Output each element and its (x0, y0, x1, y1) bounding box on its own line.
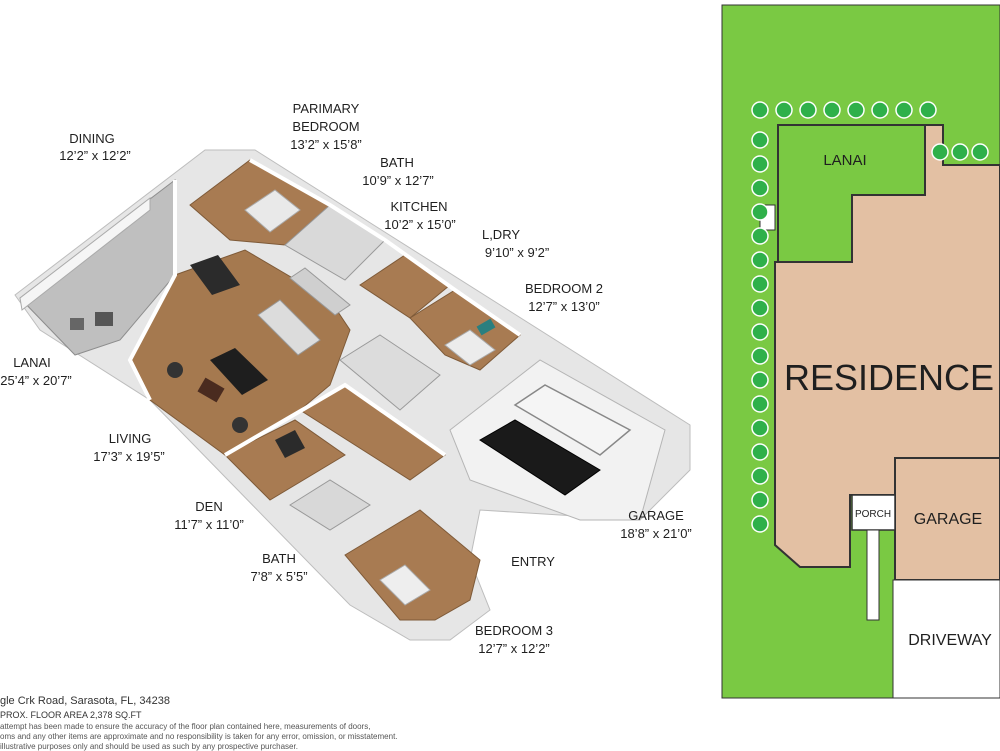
room-dims-living: 17’3” x 19’5” (93, 449, 165, 464)
disclaimer-line: oms and any other items are approximate … (0, 732, 398, 741)
lanai-screen (19, 196, 151, 311)
bedroom-3-floor (344, 509, 481, 621)
tree-icon (751, 179, 769, 197)
primary-bed (244, 189, 301, 233)
den-floor (224, 419, 346, 501)
room-label-garage: GARAGE (628, 508, 684, 523)
tree-icon (751, 275, 769, 293)
living-sofa (210, 348, 268, 395)
wall-lines (249, 158, 522, 337)
lanai-outline (777, 124, 926, 262)
site-label-lanai: LANAI (823, 152, 866, 169)
bath-2-floor (289, 479, 371, 531)
tree-icon (847, 101, 865, 119)
entry-walk (866, 529, 880, 621)
room-dims-den: 11’7” x 11’0” (174, 517, 244, 532)
bedroom-2-bed (444, 329, 496, 366)
tree-icon (751, 347, 769, 365)
tree-icon (775, 101, 793, 119)
tree-icon (971, 143, 989, 161)
site-label-garage: GARAGE (914, 511, 982, 528)
living-chair (232, 417, 248, 433)
room-label-bedroom-2: BEDROOM 2 (525, 281, 603, 296)
disclaimer-line: attempt has been made to ensure the accu… (0, 722, 371, 731)
floor-plan-3d: DINING 12’2” x 12’2” PARIMARY BEDROOM 13… (0, 101, 692, 656)
room-label-laundry: L,DRY (482, 227, 520, 242)
lanai-chair (70, 318, 84, 330)
kitchen-counter (289, 267, 351, 316)
floor-area: PROX. FLOOR AREA 2,378 SQ.FT (0, 710, 142, 720)
room-dims-bath-1: 10’9” x 12’7” (362, 173, 434, 188)
tree-icon (751, 323, 769, 341)
tree-icon (823, 101, 841, 119)
tree-row (751, 101, 989, 533)
hall-bath-floor (339, 334, 441, 411)
tree-icon (751, 467, 769, 485)
tree-icon (931, 143, 949, 161)
garage-car-black (479, 419, 601, 496)
tree-icon (751, 155, 769, 173)
site-label-driveway: DRIVEWAY (908, 632, 992, 649)
wall-lines (127, 180, 177, 401)
site-label-residence: RESIDENCE (784, 357, 994, 398)
tree-icon (751, 443, 769, 461)
room-dims-bath-2: 7’8” x 5’5” (250, 569, 307, 584)
room-label-primary-bedroom: BEDROOM (292, 119, 359, 134)
tree-icon (799, 101, 817, 119)
kitchen-island (257, 299, 321, 356)
room-label-kitchen: KITCHEN (390, 199, 447, 214)
tree-icon (751, 251, 769, 269)
garage-building (894, 457, 1000, 581)
tree-icon (751, 227, 769, 245)
driveway (892, 579, 1000, 699)
room-label-bath-2: BATH (262, 551, 296, 566)
tree-icon (751, 299, 769, 317)
tree-icon (951, 143, 969, 161)
tree-icon (895, 101, 913, 119)
room-label-primary-bedroom: PARIMARY (293, 101, 360, 116)
wall-lines (223, 382, 447, 457)
room-label-lanai: LANAI (13, 355, 51, 370)
room-dims-lanai: 25’4” x 20’7” (0, 373, 72, 388)
disclaimer-line: illustrative purposes only and should be… (0, 742, 298, 751)
garage-floor (449, 359, 666, 521)
room-label-living: LIVING (109, 431, 152, 446)
den-chair (275, 430, 305, 458)
tree-icon (751, 515, 769, 533)
tree-icon (751, 371, 769, 389)
garage-car-white (513, 384, 632, 456)
site-label-porch: PORCH (855, 509, 891, 520)
tree-icon (751, 395, 769, 413)
room-label-den: DEN (195, 499, 222, 514)
room-dims-primary-bedroom: 13’2” x 15’8” (290, 137, 362, 152)
coffee-table (197, 377, 225, 403)
living-chair (167, 362, 183, 378)
dining-table (190, 255, 240, 295)
site-plan: LANAI RESIDENCE PORCH GARAGE DRIVEWAY (721, 4, 1000, 699)
room-dims-bedroom-3: 12’7” x 12’2” (478, 641, 550, 656)
room-label-dining: DINING (69, 131, 115, 146)
property-address: gle Crk Road, Sarasota, FL, 34238 (0, 695, 170, 707)
room-dims-dining: 12’2” x 12’2” (59, 148, 131, 163)
tree-icon (751, 101, 769, 119)
tree-icon (751, 491, 769, 509)
room-dims-laundry: 9’10” x 9’2” (485, 245, 549, 260)
tree-icon (751, 419, 769, 437)
room-dims-bedroom-2: 12’7” x 13’0” (528, 299, 600, 314)
room-label-entry: ENTRY (511, 554, 555, 569)
bedroom-3-bed (379, 564, 431, 606)
bedroom-2-rug (476, 318, 496, 336)
tree-icon (871, 101, 889, 119)
tree-icon (751, 131, 769, 149)
tree-icon (751, 203, 769, 221)
room-dims-garage: 18’8” x 21’0” (620, 526, 692, 541)
lanai-chair (95, 312, 113, 326)
room-dims-kitchen: 10’2” x 15’0” (384, 217, 456, 232)
room-label-bath-1: BATH (380, 155, 414, 170)
room-label-bedroom-3: BEDROOM 3 (475, 623, 553, 638)
tree-icon (919, 101, 937, 119)
